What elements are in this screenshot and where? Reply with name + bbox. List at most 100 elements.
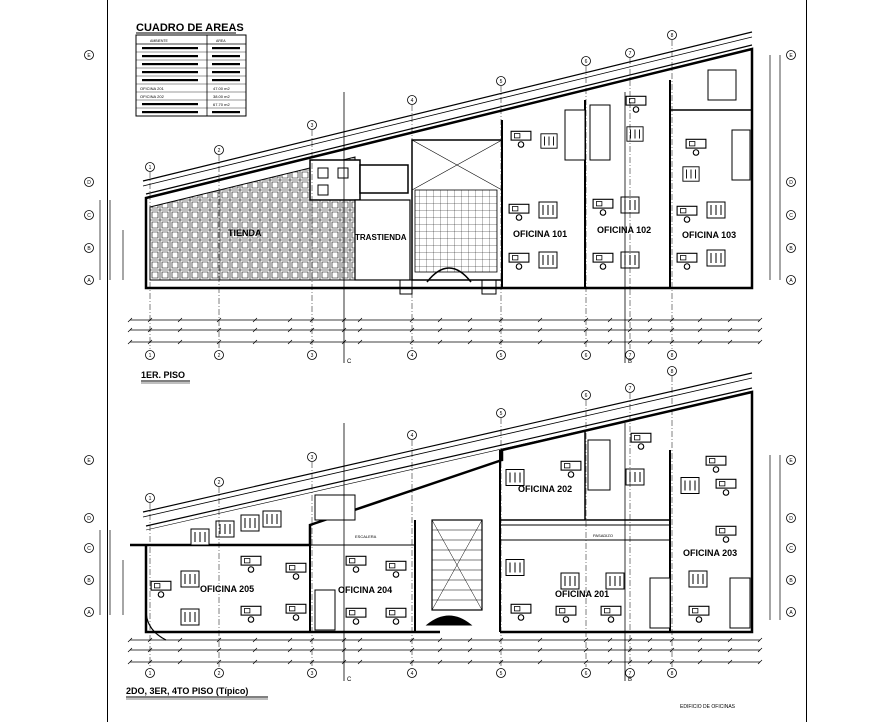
- axis-bubble-bottom: [307, 668, 317, 678]
- area-row-value-fill: [212, 111, 240, 114]
- area-row-value-fill: [212, 79, 240, 82]
- axis-bubble-side: [786, 50, 796, 60]
- plan-typical-floor: OFICINA 202 OFICINA 203 OFICINA 201 OFIC…: [84, 366, 796, 700]
- axis-bubble-side: [786, 177, 796, 187]
- section-mark: B: [628, 677, 632, 683]
- dimension-tick: [287, 637, 293, 643]
- axis-label-side: D: [87, 180, 91, 186]
- axis-bubble-top: [145, 493, 155, 503]
- axis-label-top: 5: [500, 79, 503, 85]
- axis-bubble-top: [667, 366, 677, 376]
- area-row-name-fill: [142, 103, 198, 106]
- axis-bubble-top: [214, 145, 224, 155]
- area-row-value-fill: [212, 47, 240, 50]
- dimension-tick: [697, 659, 703, 665]
- axis-label-side: B: [789, 246, 793, 252]
- dimension-tick: [287, 327, 293, 333]
- area-row-name-fill: [142, 63, 198, 66]
- dimension-tick: [127, 317, 133, 323]
- axis-label-side: A: [789, 278, 793, 284]
- dimension-tick: [697, 637, 703, 643]
- area-table-title: CUADRO DE AREAS: [136, 22, 244, 34]
- dimension-tick: [467, 637, 473, 643]
- axis-label-top: 6: [585, 59, 588, 65]
- axis-label-top: 4: [411, 98, 414, 104]
- axis-bubble-side: [84, 543, 94, 553]
- axis-bubble-top: [407, 95, 417, 105]
- axis-label-top: 7: [629, 51, 632, 57]
- dimension-tick: [727, 647, 733, 653]
- project-title: EDIFICIO DE OFICINAS: [680, 704, 736, 710]
- room-oficina-203: OFICINA 203: [683, 548, 737, 558]
- axis-bubble-bottom: [145, 668, 155, 678]
- area-col-ambiente: AMBIENTE: [150, 39, 169, 43]
- area-row-value-fill: [212, 71, 240, 74]
- dimension-tick: [357, 637, 363, 643]
- area-row-name: OFICINA 201: [140, 86, 165, 91]
- dimension-tick: [537, 637, 543, 643]
- dimension-tick: [727, 659, 733, 665]
- axis-bubble-bottom: [496, 668, 506, 678]
- dimension-tick: [537, 327, 543, 333]
- area-row-value: 67.70 m2: [213, 102, 230, 107]
- dimension-tick: [647, 317, 653, 323]
- axis-label-side: C: [87, 546, 91, 552]
- axis-bubble-bottom: [214, 350, 224, 360]
- dimension-tick: [127, 647, 133, 653]
- section-mark: C: [347, 677, 352, 683]
- dimension-tick: [607, 317, 613, 323]
- axis-bubble-side: [84, 210, 94, 220]
- axis-bubble-side: [84, 243, 94, 253]
- dimension-tick: [537, 317, 543, 323]
- axis-bubble-top: [625, 48, 635, 58]
- dimension-tick: [127, 339, 133, 345]
- axis-bubble-bottom: [307, 350, 317, 360]
- axis-label-side: D: [87, 516, 91, 522]
- axis-label-top: 7: [629, 386, 632, 392]
- area-row-value: 47.00 m2: [213, 86, 230, 91]
- axis-label-bottom: 7: [629, 353, 632, 359]
- axis-label-top: 4: [411, 433, 414, 439]
- dimension-tick: [252, 637, 258, 643]
- dimension-tick: [437, 647, 443, 653]
- axis-label-bottom: 2: [218, 353, 221, 359]
- dimension-tick: [177, 327, 183, 333]
- axis-label-side: B: [789, 578, 793, 584]
- dimension-tick: [727, 327, 733, 333]
- dimension-tick: [757, 647, 763, 653]
- dimension-tick: [437, 659, 443, 665]
- axis-label-bottom: 3: [311, 671, 314, 677]
- axis-label-top: 3: [311, 123, 314, 129]
- dimension-tick: [467, 327, 473, 333]
- dimension-tick: [437, 339, 443, 345]
- area-table: CUADRO DE AREAS AMBIENTE AREA OFICINA 20…: [135, 22, 247, 117]
- dimension-tick: [252, 647, 258, 653]
- dimension-tick: [607, 339, 613, 345]
- room-oficina-201: OFICINA 201: [555, 589, 609, 599]
- axis-bubble-side: [84, 575, 94, 585]
- room-oficina-202: OFICINA 202: [518, 484, 572, 494]
- plan2-caption: 2DO, 3ER, 4TO PISO (Típico): [126, 686, 248, 696]
- axis-bubble-side: [786, 455, 796, 465]
- dimension-tick: [437, 327, 443, 333]
- axis-bubble-side: [786, 607, 796, 617]
- dimension-tick: [467, 317, 473, 323]
- axis-bubble-side: [84, 275, 94, 285]
- dimension-tick: [467, 659, 473, 665]
- dimension-tick: [287, 659, 293, 665]
- dimension-tick: [757, 637, 763, 643]
- axis-bubble-side: [786, 513, 796, 523]
- axis-label-top: 1: [149, 165, 152, 171]
- axis-bubble-bottom: [667, 668, 677, 678]
- dimension-tick: [607, 659, 613, 665]
- axis-bubble-bottom: [625, 350, 635, 360]
- axis-bubble-side: [84, 513, 94, 523]
- dimension-tick: [127, 327, 133, 333]
- axis-label-bottom: 1: [149, 671, 152, 677]
- area-row-name: OFICINA 202: [140, 94, 165, 99]
- dimension-tick: [757, 327, 763, 333]
- axis-label-side: A: [87, 610, 91, 616]
- room-trastienda: TRASTIENDA: [355, 233, 407, 242]
- axis-label-side: D: [789, 516, 793, 522]
- axis-bubble-side: [84, 607, 94, 617]
